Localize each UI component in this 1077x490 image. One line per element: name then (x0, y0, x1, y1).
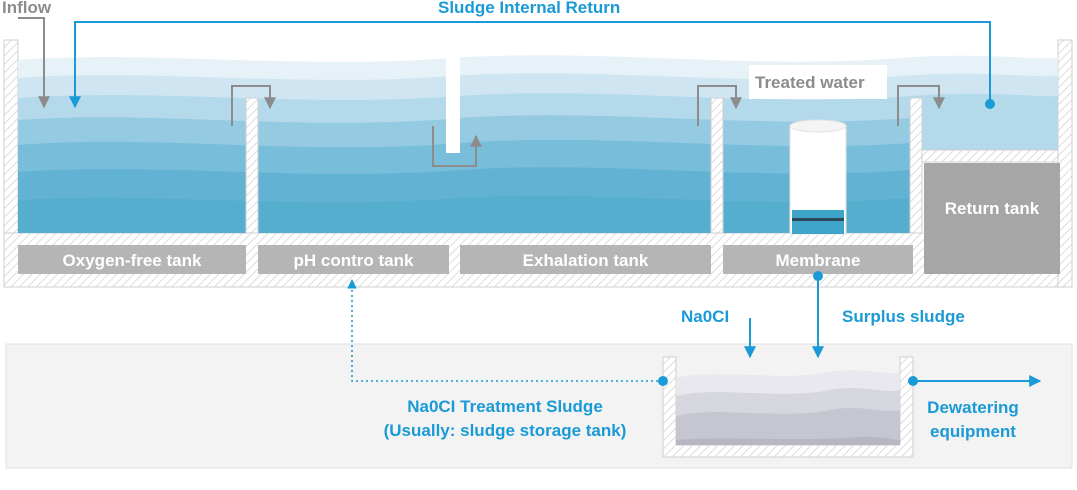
return-tank-label: Return tank (944, 199, 1040, 218)
membrane-label: Membrane (775, 251, 861, 270)
treated-water-label: Treated water (755, 73, 865, 92)
tank-label-bar (18, 245, 913, 274)
dewatering-label: Dewatering equipment (927, 398, 1019, 441)
ph-control-tank-label: pH contro tank (293, 251, 414, 270)
sludge-return-line (69, 21, 995, 109)
return-tank-area (909, 97, 1060, 274)
inflow-label: Inflow (2, 0, 52, 17)
flow-pipes (18, 17, 945, 167)
oxygen-free-tank-label: Oxygen-free tank (62, 251, 202, 270)
treatment-sludge-label-line1: Na0CI Treatment Sludge (407, 397, 603, 416)
partitions (245, 55, 724, 234)
naocl-label: Na0CI (681, 307, 730, 326)
surplus-sludge-label: Surplus sludge (842, 307, 965, 326)
water-body (18, 55, 1058, 234)
treatment-flows (347, 271, 1042, 387)
return-tank-box (924, 163, 1060, 274)
treated-water-box (749, 65, 887, 99)
membrane-module (789, 119, 847, 235)
sludge-return-label: Sludge Internal Return (438, 0, 621, 17)
baffle (446, 55, 460, 153)
treatment-sludge-label-line2: (Usually: sludge storage tank) (383, 421, 627, 440)
exhalation-tank-label: Exhalation tank (522, 251, 649, 270)
sludge-storage-tank (662, 356, 914, 458)
